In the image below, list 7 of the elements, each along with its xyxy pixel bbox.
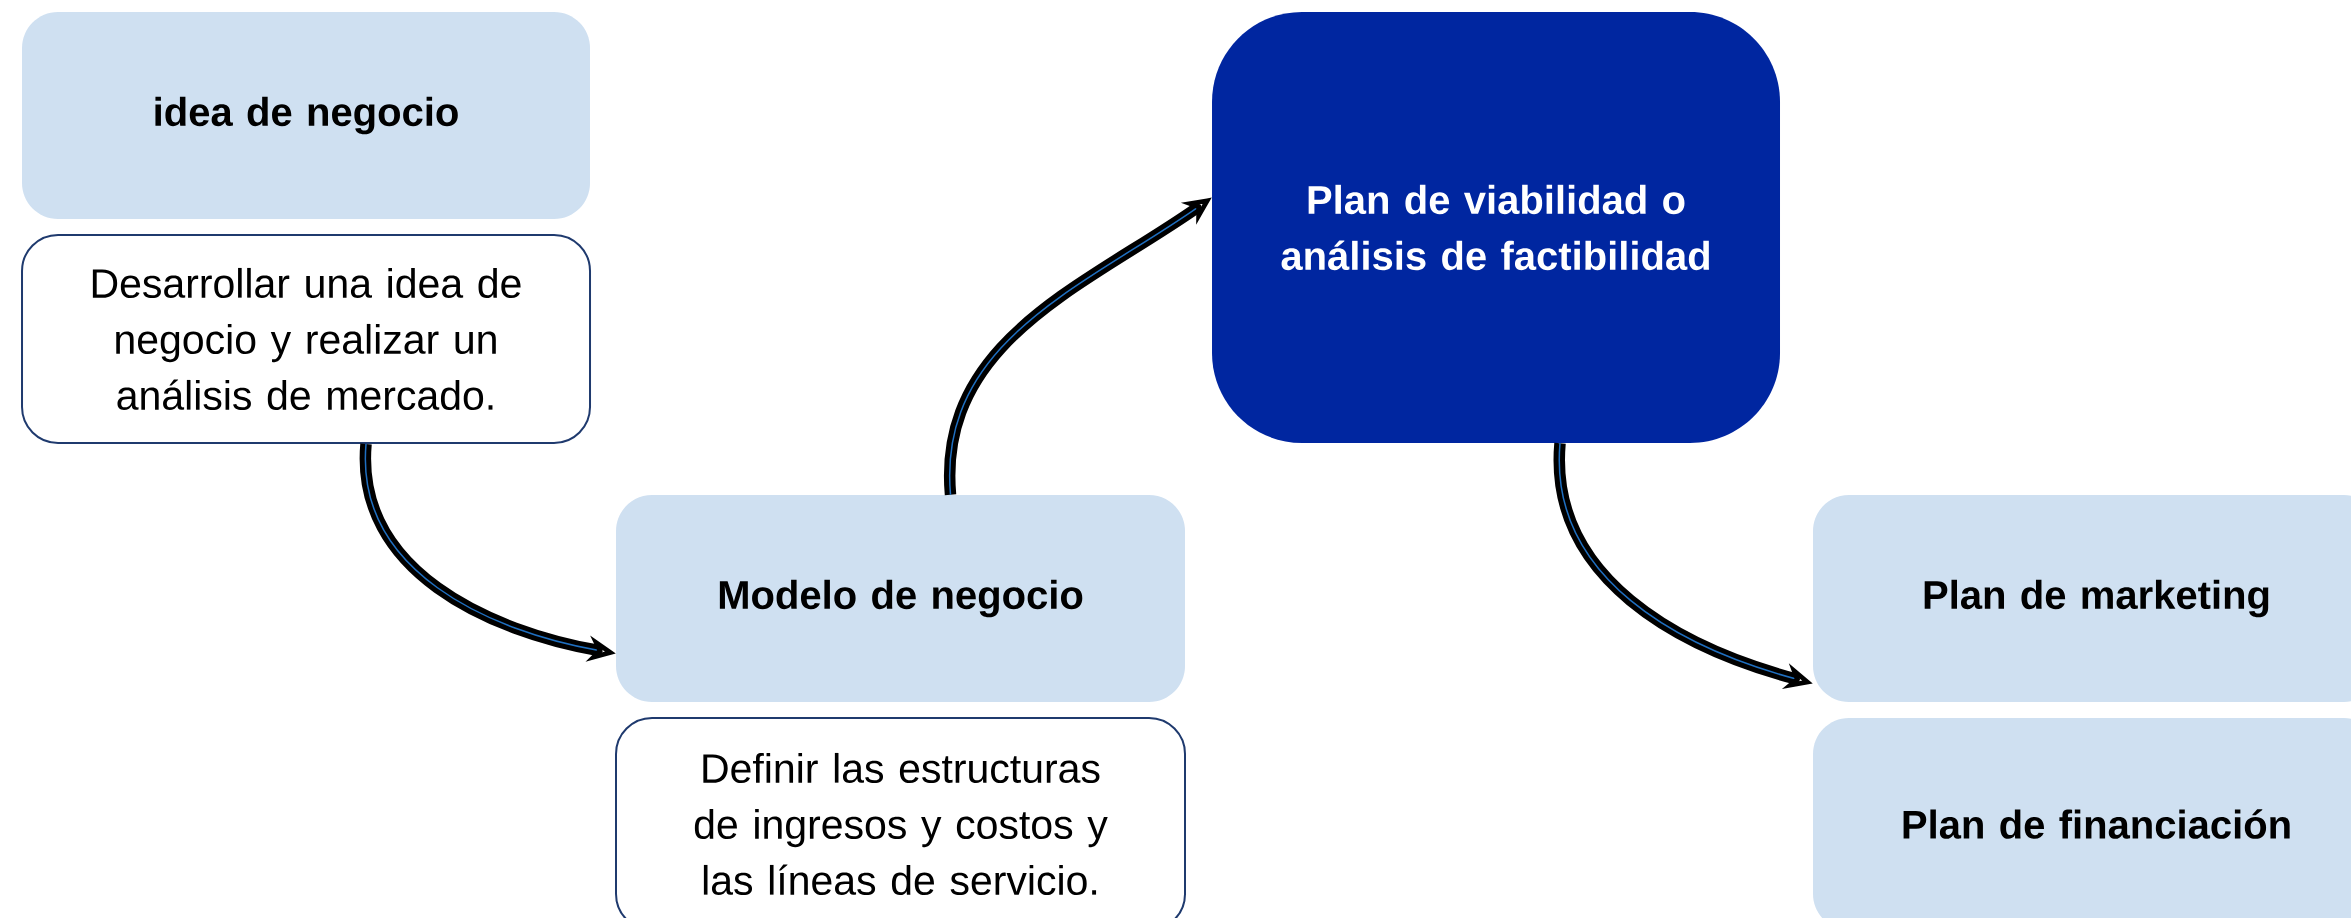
description-box: Definir las estructuras de ingresos y costos y las líneas de servicio. (615, 717, 1186, 918)
step-box: Modelo de negocio (616, 495, 1185, 702)
description-box: Desarrollar una idea de negocio y realizar un análisis de mercado. (21, 234, 591, 444)
step-box: Plan de financiación (1813, 718, 2351, 918)
highlight-box: Plan de viabilidad o análisis de factibilidad (1212, 12, 1780, 443)
step-box: Plan de marketing (1813, 495, 2351, 702)
step-box: idea de negocio (22, 12, 590, 219)
